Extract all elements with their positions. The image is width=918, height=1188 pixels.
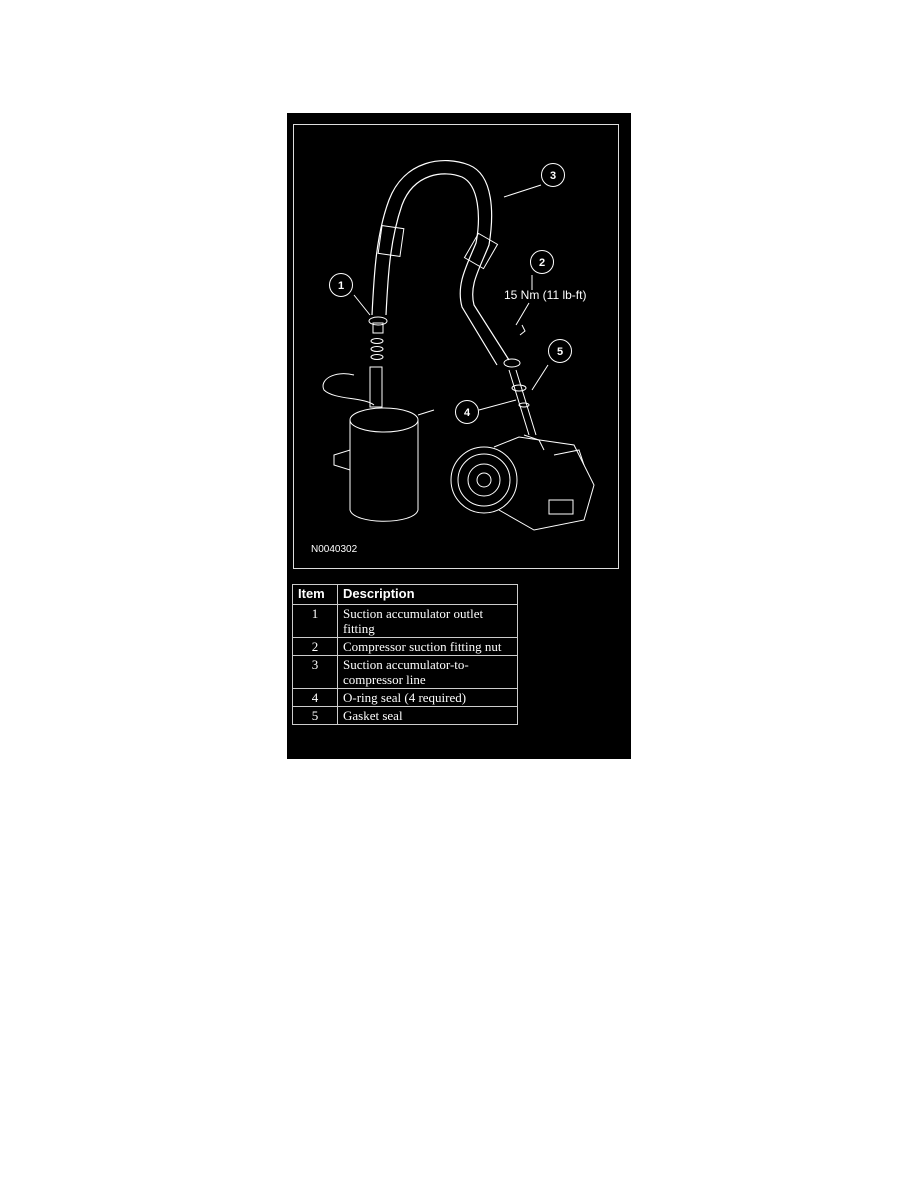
diagram-panel: 1 2 3 5 4 15 Nm (11 lb-ft) N0040302 Item…	[287, 113, 631, 759]
header-item: Item	[292, 584, 338, 605]
table-header: Item Description	[292, 584, 518, 605]
suction-line-hose	[371, 159, 510, 361]
exploded-view-illustration: 1 2 3 5 4 15 Nm (11 lb-ft) N0040302	[293, 124, 619, 569]
torque-spec: 15 Nm (11 lb-ft)	[504, 288, 587, 302]
header-description: Description	[337, 584, 518, 605]
figure-id: N0040302	[311, 544, 358, 555]
